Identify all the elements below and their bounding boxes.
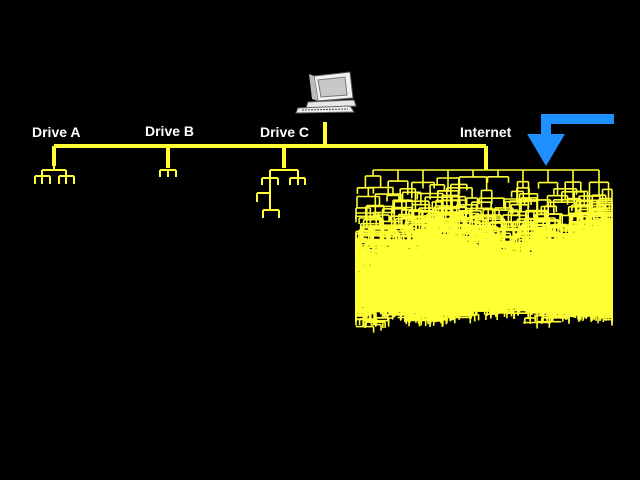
arrow-down-icon bbox=[527, 114, 614, 166]
internet-tree bbox=[355, 169, 613, 333]
drive-c-tree bbox=[256, 169, 306, 218]
drive-b-label: Drive B bbox=[145, 123, 195, 139]
drive-a-tree bbox=[34, 166, 75, 184]
internet-label: Internet bbox=[460, 124, 512, 140]
computer-icon bbox=[295, 71, 357, 114]
drive-c-label: Drive C bbox=[260, 124, 310, 140]
drive-b-tree bbox=[159, 169, 177, 177]
main-bus bbox=[52, 122, 488, 170]
drive-a-label: Drive A bbox=[32, 124, 81, 140]
